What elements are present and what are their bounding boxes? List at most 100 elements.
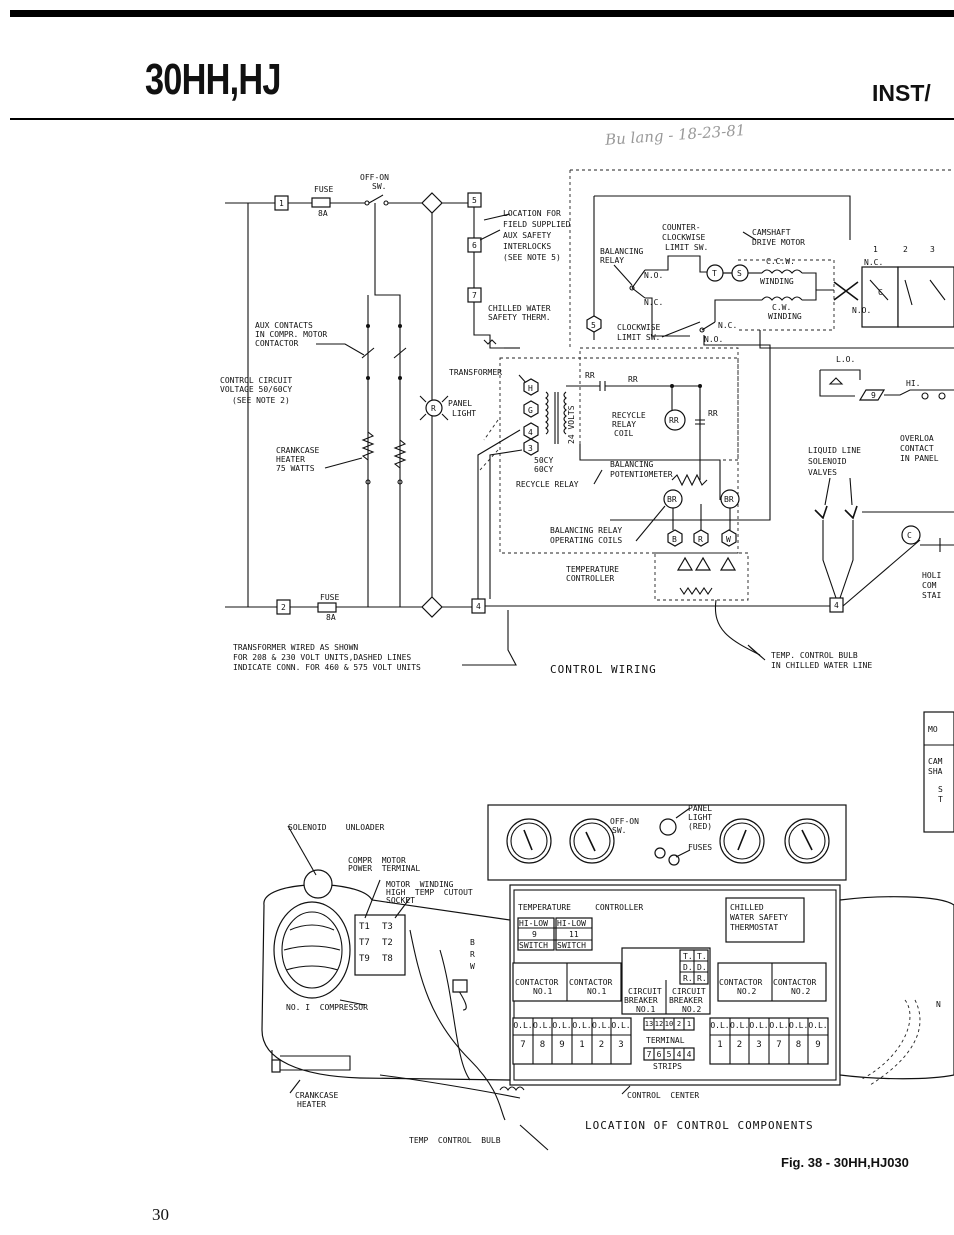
fuse-top-rating: 8A: [318, 209, 328, 218]
terminal-2-label: 2: [281, 603, 286, 612]
nc-label-2: N.C.: [718, 321, 737, 330]
term-bot-5: 4: [686, 1050, 692, 1059]
ol-left-label-2: O.L.: [533, 1021, 553, 1030]
counter-clockwise-3: LIMIT SW.: [665, 243, 708, 252]
cy-label-2: 60CY: [534, 465, 553, 474]
switch-2-top: HI-LOW: [557, 919, 586, 928]
recycle-relay-coil-2: RELAY: [612, 420, 636, 429]
rr-coil-label: RR: [669, 416, 679, 425]
terminal-6-label: 6: [472, 241, 477, 250]
overload-1: OVERLOA: [900, 434, 934, 443]
camshaft-label-1: CAMSHAFT: [752, 228, 791, 237]
junction-diamond-bottom: [421, 596, 443, 618]
t3-label: T3: [382, 922, 393, 932]
control-circuit-label-2: VOLTAGE 50/60CY: [220, 385, 292, 394]
counter-clockwise-1: COUNTER-: [662, 223, 701, 232]
triangle-r: [694, 556, 712, 571]
clockwise-limit-2: LIMIT SW.: [617, 333, 660, 342]
crankcase-label-1: CRANKCASE: [276, 446, 320, 455]
panel-light-r: R: [431, 404, 436, 413]
ccw-winding-2: WINDING: [760, 277, 794, 286]
contactor-left-2-no: NO.1: [587, 987, 607, 996]
volts-label: 24 VOLTS: [567, 405, 576, 444]
holding-3: STAI: [922, 591, 941, 600]
solenoid-unloader-label: SOLENOID UNLOADER: [288, 823, 385, 832]
compr-motor-label-1: COMPR MOTOR: [348, 856, 406, 865]
contactor-left-1-no: NO.1: [533, 987, 553, 996]
tdr-4: D.: [697, 963, 707, 972]
ol-left-num-1: 7: [520, 1040, 526, 1050]
control-center-label: CONTROL CENTER: [627, 1091, 700, 1100]
term-top-2: 12: [654, 1020, 664, 1028]
ol-left-num-3: 9: [559, 1040, 565, 1050]
fuses-label: FUSES: [688, 843, 713, 852]
crankcase-label-3: 75 WATTS: [276, 464, 315, 473]
rr-label-3: RR: [708, 409, 718, 418]
ol-left-num-6: 3: [618, 1040, 624, 1050]
cy-label-1: 50CY: [534, 456, 553, 465]
right-c-coil: [901, 525, 921, 545]
triangle-w: [719, 556, 737, 571]
location-for-label-1: LOCATION FOR: [503, 209, 561, 218]
terminal-label: TERMINAL: [646, 1036, 685, 1045]
liquid-line-3: VALVES: [808, 468, 837, 477]
ol-left-label-5: O.L.: [592, 1021, 612, 1030]
t1-label: T1: [359, 922, 370, 932]
hex-g: [523, 400, 539, 418]
components-caption: LOCATION OF CONTROL COMPONENTS: [585, 1119, 814, 1132]
hex-r-label: R: [698, 535, 703, 544]
switch-1-label: SWITCH: [519, 941, 548, 950]
temp-bulb-label-2: IN CHILLED WATER LINE: [771, 661, 872, 670]
terminal-9: [858, 389, 886, 401]
transformer-note-3: INDICATE CONN. FOR 460 & 575 VOLT UNITS: [233, 663, 421, 672]
ol-right-label-1: O.L.: [710, 1021, 730, 1030]
right-edge-5: T: [938, 795, 943, 804]
br-right-label: BR: [724, 495, 734, 504]
term-top-5: 1: [686, 1020, 692, 1028]
lo-label: L.O.: [836, 355, 855, 364]
terminal-7-label: 7: [472, 291, 477, 300]
tdr-3: D.: [683, 963, 693, 972]
no-label-3: N.O.: [852, 306, 871, 315]
temperature-controller-label: TEMPERATURE CONTROLLER: [518, 903, 644, 912]
ol-right-num-3: 3: [756, 1040, 762, 1050]
overload-2: CONTACT: [900, 444, 934, 453]
transformer-note-2: FOR 208 & 230 VOLT UNITS,DASHED LINES: [233, 653, 411, 662]
switch-2-num: 11: [569, 930, 579, 939]
temp-controller-2: CONTROLLER: [566, 574, 614, 583]
contactor-right-1: CONTACTOR: [719, 978, 763, 987]
ol-right-label-4: O.L.: [769, 1021, 789, 1030]
overload-3: IN PANEL: [900, 454, 939, 463]
cw-winding-2: WINDING: [768, 312, 802, 321]
fuse-top-label: FUSE: [314, 185, 333, 194]
tdr-5: R.: [683, 974, 693, 983]
ol-left-nums: 7 8 9 1 2 3: [513, 1040, 631, 1050]
no1-compressor-label: NO. I COMPRESSOR: [286, 1003, 368, 1012]
t2-label: T2: [382, 938, 393, 948]
panel-light-label-3: (RED): [688, 822, 713, 831]
term-bot-1: 7: [646, 1050, 652, 1059]
counter-clockwise-2: CLOCKWISE: [662, 233, 706, 242]
contactor-right-1-no: NO.2: [737, 987, 757, 996]
hex-3: [523, 438, 539, 456]
terminal-t-label: T: [712, 269, 717, 278]
term-top-1: 13: [644, 1020, 654, 1028]
nc-label-3: N.C.: [864, 258, 883, 267]
strips-label: STRIPS: [653, 1062, 682, 1071]
rr-label-1: RR: [585, 371, 595, 380]
ol-left-label-4: O.L.: [572, 1021, 592, 1030]
hex-h: [523, 378, 539, 396]
location-for-label-2: FIELD SUPPLIED: [503, 220, 571, 229]
term-bot-2: 6: [656, 1050, 662, 1059]
chilled-water-therm-2: SAFETY THERM.: [488, 313, 551, 322]
ol-right-label-6: O.L.: [808, 1021, 828, 1030]
panel-light-label-1: PANEL: [448, 399, 472, 408]
breaker-2-3: NO.2: [682, 1005, 702, 1014]
ol-right-num-2: 2: [736, 1040, 743, 1050]
breaker-1-2: BREAKER: [624, 996, 658, 1005]
location-for-label-5: (SEE NOTE 5): [503, 253, 561, 262]
terminal-4-label: 4: [476, 602, 481, 611]
hex-4: [523, 422, 539, 440]
balancing-pot-1: BALANCING: [610, 460, 654, 469]
right-c-label: C: [878, 288, 883, 297]
